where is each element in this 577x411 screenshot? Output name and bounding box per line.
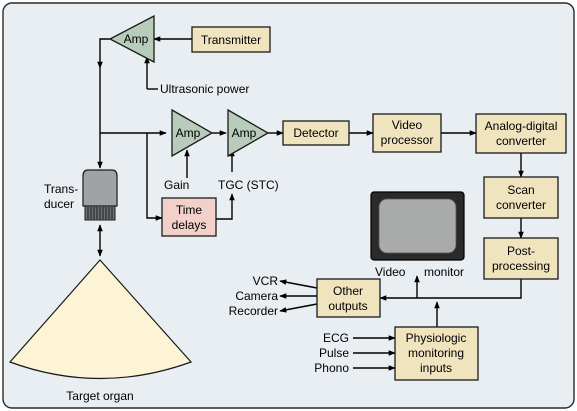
video-processor-box (372, 113, 442, 153)
adc-label-2: converter (496, 134, 546, 148)
pulse-label: Pulse (319, 346, 349, 360)
transducer-label-2: ducer (44, 197, 74, 211)
scan-converter-label-2: converter (496, 198, 546, 212)
ultrasound-beam (8, 259, 193, 380)
monitor-screen (378, 198, 457, 254)
post-processing-block: Post- processing (483, 237, 559, 280)
amp-transmit-shape (108, 14, 155, 64)
transducer-label-1: Trans- (44, 182, 78, 196)
transmitter-box (191, 26, 271, 53)
detector-block: Detector (282, 120, 350, 146)
monitor-label: monitor (424, 265, 464, 279)
transducer-body (82, 169, 118, 207)
adc-block: Analog-digital converter (475, 113, 567, 154)
transmitter-label: Transmitter (201, 33, 261, 47)
video-processor-label-1: Video (392, 118, 423, 132)
physiologic-label-1: Physiologic (406, 331, 467, 345)
phono-label: Phono (314, 361, 349, 375)
time-delays-block: Time delays (161, 197, 217, 237)
camera-label: Camera (235, 289, 278, 303)
target-organ-label: Target organ (66, 389, 133, 403)
ecg-label: ECG (323, 331, 349, 345)
other-outputs-box (316, 278, 381, 318)
physiologic-label-3: inputs (420, 361, 452, 375)
amp-tgc-label: Amp (232, 126, 257, 140)
detector-label: Detector (293, 126, 338, 140)
wire-to-time-delays (146, 133, 163, 221)
post-processing-box (483, 237, 559, 280)
physiologic-block: Physiologic monitoring inputs (394, 326, 479, 381)
amp-transmit-label: Amp (124, 32, 149, 46)
vcr-label: VCR (253, 274, 279, 288)
wire-to-recorder (279, 303, 318, 313)
video-processor-label-2: processor (381, 133, 434, 147)
adc-box (475, 113, 567, 154)
post-processing-label-1: Post- (507, 244, 535, 258)
wire-post-to-bus (379, 279, 522, 301)
wire-delays-to-tgc (216, 193, 235, 220)
recorder-label: Recorder (229, 304, 278, 318)
scan-converter-label-1: Scan (507, 183, 534, 197)
physiologic-label-2: monitoring (408, 346, 464, 360)
wire-amp-to-bus (97, 38, 110, 69)
wire-to-vcr (279, 279, 318, 289)
amp-transmit: Amp (108, 14, 155, 64)
other-outputs-label-2: outputs (328, 299, 367, 313)
other-outputs-label-1: Other (333, 284, 363, 298)
physiologic-box (394, 326, 479, 381)
other-outputs-block: Other outputs (316, 278, 381, 318)
video-processor-block: Video processor (372, 113, 442, 153)
scan-converter-box (483, 176, 559, 219)
time-delays-box (161, 197, 217, 237)
transducer (82, 169, 118, 221)
amp-tgc: Amp (227, 108, 270, 158)
amp-receive: Amp (171, 108, 214, 158)
time-delays-label-1: Time (176, 203, 203, 217)
transducer-elements (87, 207, 113, 219)
adc-label-1: Analog-digital (485, 119, 558, 133)
ultrasonic-power-label: Ultrasonic power (160, 82, 249, 96)
amp-receive-shape (171, 108, 214, 158)
detector-box (282, 120, 350, 146)
amp-receive-label: Amp (176, 126, 201, 140)
gain-label: Gain (164, 178, 189, 192)
time-delays-label-2: delays (172, 218, 207, 232)
video-label: Video (375, 265, 406, 279)
tgc-label: TGC (STC) (218, 178, 279, 192)
video-monitor (370, 191, 465, 261)
amp-tgc-shape (227, 108, 270, 158)
scan-converter-block: Scan converter (483, 176, 559, 219)
post-processing-label-2: processing (492, 259, 550, 273)
transmitter-block: Transmitter (191, 26, 271, 53)
